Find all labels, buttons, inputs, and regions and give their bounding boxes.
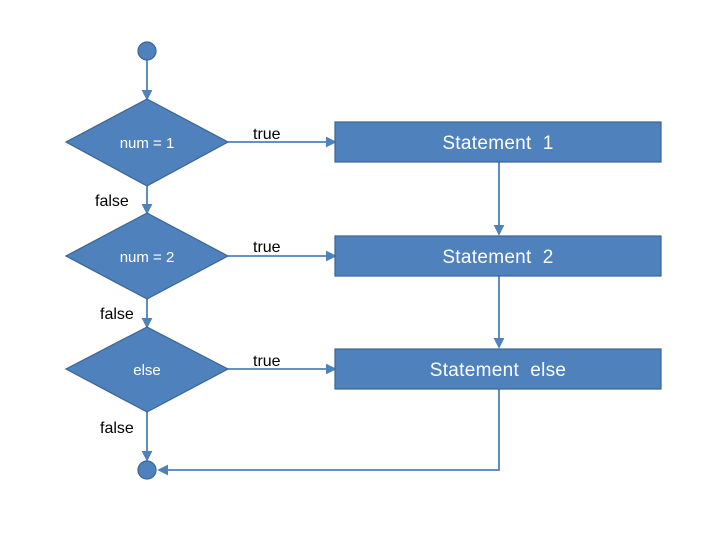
statement-2: Statement 2 <box>334 235 662 277</box>
false-label-2: false <box>100 306 134 323</box>
statement-else: Statement else <box>334 348 662 390</box>
true-label-1: true <box>253 126 281 143</box>
decision-num-1: num = 1 <box>64 98 230 187</box>
decision-label: else <box>133 362 161 379</box>
decision-label: num = 1 <box>120 135 175 152</box>
decision-num-2: num = 2 <box>64 212 230 300</box>
edge-statement-else-to-end <box>157 389 500 476</box>
true-label-3: true <box>253 353 281 370</box>
true-label-2: true <box>253 239 281 256</box>
statement-1: Statement 1 <box>334 121 662 163</box>
start-node <box>137 41 157 61</box>
statement-label: Statement else <box>430 360 567 381</box>
end-node <box>137 460 157 480</box>
statement-label: Statement 1 <box>442 133 553 154</box>
false-label-1: false <box>95 193 129 210</box>
decision-label: num = 2 <box>120 249 175 266</box>
statement-label: Statement 2 <box>442 247 553 268</box>
decision-else: else <box>64 326 230 413</box>
false-label-3: false <box>100 420 134 437</box>
